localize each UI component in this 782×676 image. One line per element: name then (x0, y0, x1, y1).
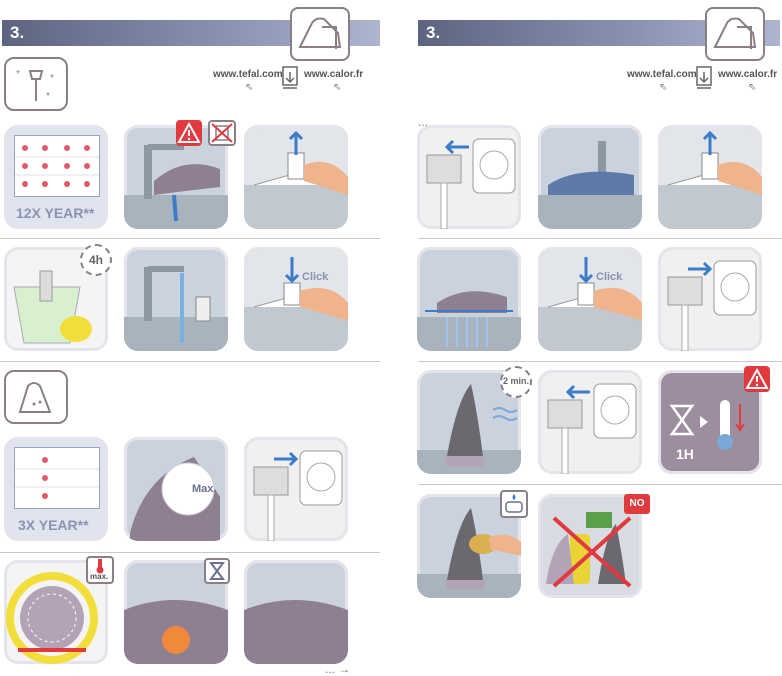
click-label: Click (596, 271, 623, 283)
panel-heated (244, 560, 348, 664)
panel-dial-max (4, 560, 108, 664)
section-number: 3. (426, 23, 441, 42)
panel-iron-over-sink (538, 125, 642, 229)
panel-click-cartridge: Click (244, 247, 348, 351)
continue-indicator: ... → (325, 662, 351, 676)
panel-wipe-soleplate (417, 494, 521, 598)
calendar-icon (14, 447, 100, 509)
iron-clean-symbol (4, 370, 68, 424)
row-separator (418, 238, 782, 239)
panel-calendar-12x: 12X YEAR** (4, 125, 108, 229)
frequency-caption: 12X YEAR** (16, 205, 95, 221)
panel-heating (124, 560, 228, 664)
frequency-caption: 3X YEAR** (18, 517, 89, 533)
iron-base-badge (290, 7, 350, 61)
click-label: Click (302, 271, 329, 283)
hourglass-icon (204, 558, 230, 584)
warning-icon (744, 366, 770, 392)
time-badge-4h: 4h (80, 244, 112, 276)
section-number: 3. (10, 23, 25, 42)
max-badge-label: max. (90, 572, 109, 581)
svg-text:*: * (46, 91, 50, 102)
download-icon[interactable] (695, 66, 713, 95)
url-calor[interactable]: www.calor.fr (304, 69, 364, 80)
row-separator (0, 552, 380, 553)
svg-text:*: * (50, 73, 54, 84)
warning-icon (176, 120, 202, 146)
url-tefal[interactable]: www.tefal.com (627, 69, 697, 80)
panel-plug-in (658, 247, 762, 351)
panel-remove-cartridge (244, 125, 348, 229)
download-icon[interactable] (281, 66, 299, 95)
cursor-icon: ⇖ (748, 82, 757, 93)
panel-unplug (417, 125, 521, 229)
panel-unplug (538, 370, 642, 474)
thermometer-max-badge: max. (86, 556, 114, 584)
svg-text:*: * (16, 69, 20, 80)
descaling-symbol: *** (4, 57, 68, 111)
cursor-icon: ⇖ (659, 82, 668, 93)
hour-label: 1H (676, 446, 694, 462)
url-tefal[interactable]: www.tefal.com (213, 69, 283, 80)
panel-shake-steam (417, 247, 521, 351)
sponge-icon (500, 490, 528, 518)
no-spray-icon (208, 120, 236, 146)
panel-calendar-3x: 3X YEAR** (4, 437, 108, 541)
panel-plug-in (244, 437, 348, 541)
row-separator (418, 361, 782, 362)
panel-click-cartridge: Click (538, 247, 642, 351)
max-label: Max. (192, 483, 217, 495)
no-badge: NO (624, 494, 650, 514)
panel-fill-max: Max. (124, 437, 228, 541)
iron-base-badge (705, 7, 765, 61)
cursor-icon: ⇖ (245, 82, 254, 93)
panel-rinse-tap (124, 247, 228, 351)
calendar-icon (14, 135, 100, 197)
time-badge-2min: 2 min. (500, 366, 532, 398)
row-separator (0, 361, 380, 362)
continued-indicator: ... (418, 115, 429, 129)
cursor-icon: ⇖ (333, 82, 342, 93)
panel-remove-cartridge (658, 125, 762, 229)
row-separator (418, 484, 782, 485)
url-calor[interactable]: www.calor.fr (718, 69, 778, 80)
row-separator (0, 238, 380, 239)
